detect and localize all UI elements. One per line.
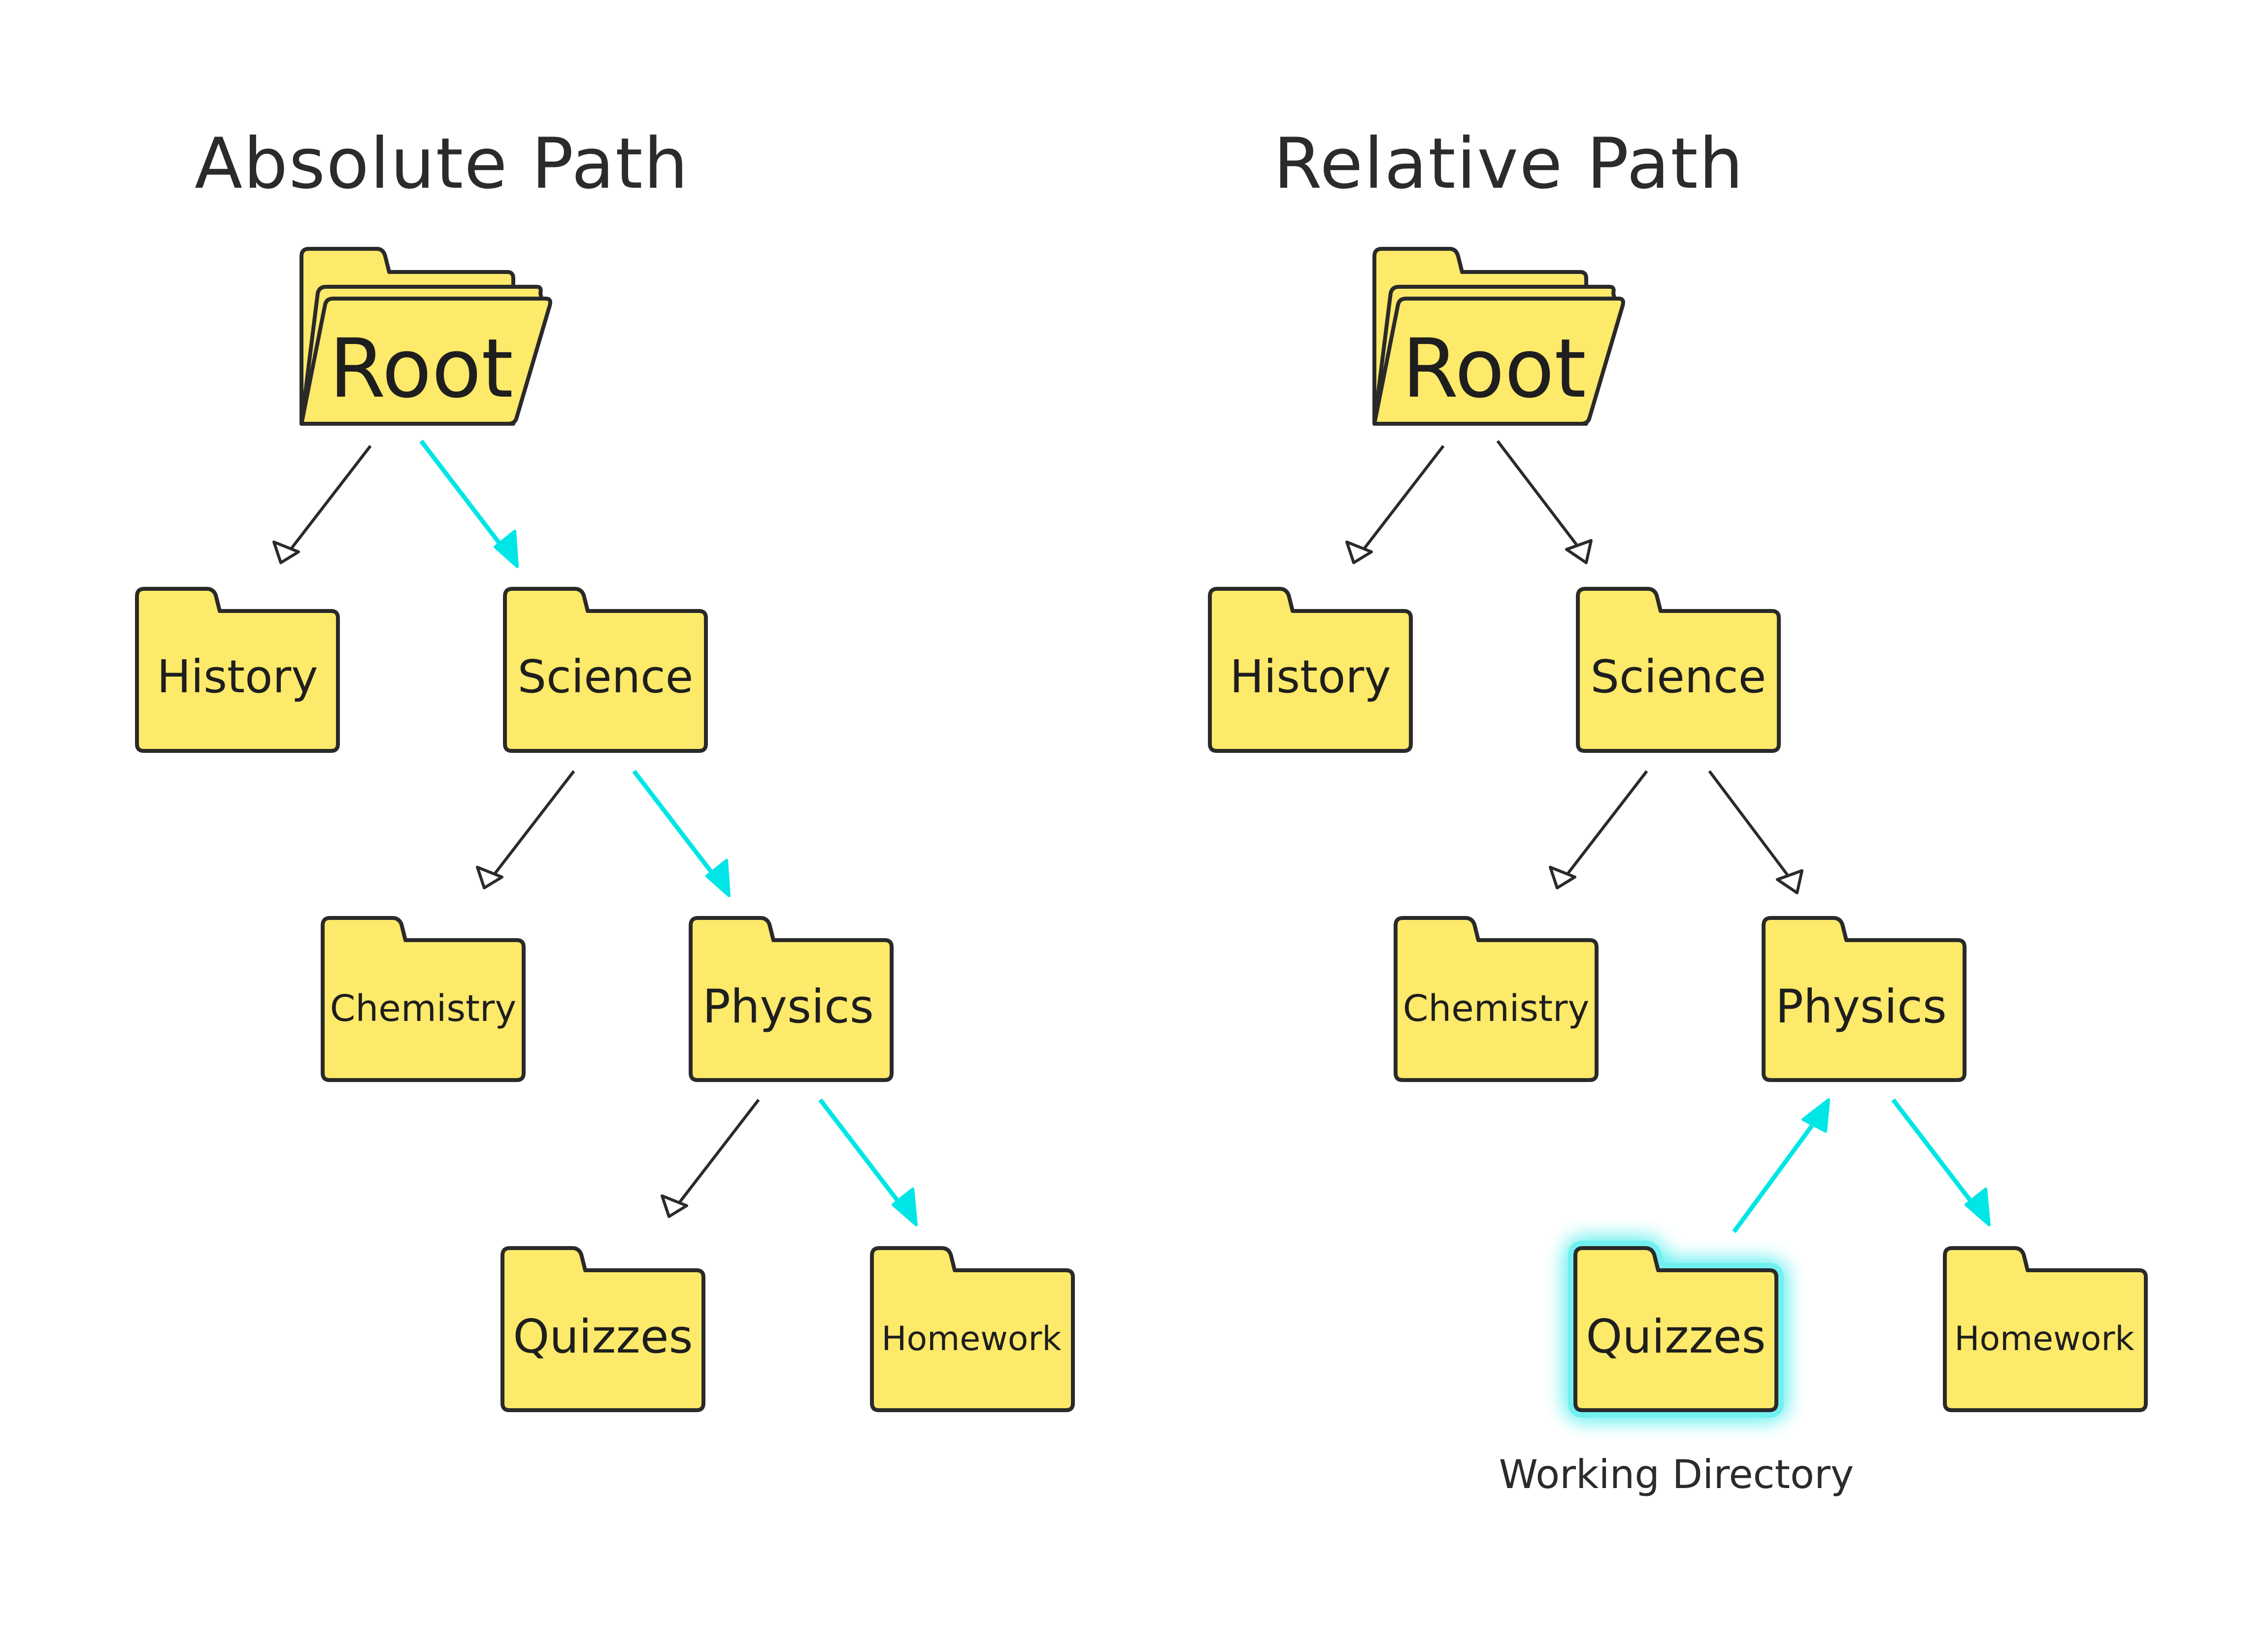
relative-arrow-root-science [1496, 440, 1593, 564]
absolute-physics-label: Physics [702, 980, 874, 1034]
absolute-history-folder: History [135, 587, 340, 753]
relative-arrow-science-physics [1708, 770, 1803, 894]
absolute-tree: Root History Science [135, 247, 1075, 1412]
absolute-science-label: Science [518, 650, 694, 703]
absolute-homework-label: Homework [881, 1320, 1062, 1358]
relative-chemistry-folder: Chemistry [1394, 916, 1599, 1082]
relative-science-folder: Science [1576, 587, 1781, 753]
relative-homework-folder: Homework [1943, 1246, 2148, 1412]
absolute-homework-folder: Homework [870, 1246, 1075, 1412]
relative-history-folder: History [1208, 587, 1413, 753]
relative-tree: Root History Science [1208, 247, 2148, 1497]
relative-quizzes-label: Quizzes [1586, 1310, 1766, 1364]
relative-arrow-science-chemistry [1549, 770, 1648, 889]
absolute-arrow-physics-quizzes [661, 1099, 760, 1218]
relative-history-label: History [1230, 650, 1391, 703]
relative-path-arrow-quizzes-physics [1732, 1098, 1830, 1233]
relative-homework-label: Homework [1954, 1320, 2135, 1358]
absolute-arrow-root-history [272, 445, 372, 564]
absolute-quizzes-folder: Quizzes [500, 1246, 705, 1412]
absolute-arrow-science-chemistry [476, 770, 575, 889]
absolute-root-folder: Root [300, 247, 552, 426]
relative-root-label: Root [1402, 321, 1586, 416]
absolute-science-folder: Science [503, 587, 708, 753]
relative-science-label: Science [1591, 650, 1767, 703]
absolute-physics-folder: Physics [689, 916, 894, 1082]
absolute-path-arrow-physics-homework [818, 1098, 918, 1226]
relative-root-folder: Root [1372, 247, 1625, 426]
relative-path-title: Relative Path [1273, 123, 1744, 204]
working-directory-label: Working Directory [1499, 1452, 1854, 1497]
absolute-path-arrow-root-science [419, 440, 519, 568]
relative-arrow-root-history [1345, 445, 1445, 564]
absolute-chemistry-label: Chemistry [330, 987, 517, 1030]
relative-chemistry-label: Chemistry [1403, 987, 1590, 1030]
absolute-history-label: History [157, 650, 318, 703]
absolute-chemistry-folder: Chemistry [321, 916, 526, 1082]
relative-path-arrow-physics-homework [1891, 1098, 1991, 1226]
absolute-path-title: Absolute Path [195, 123, 689, 204]
relative-physics-label: Physics [1775, 980, 1947, 1034]
relative-quizzes-folder: Quizzes [1568, 1241, 1784, 1418]
absolute-path-arrow-science-physics [632, 770, 731, 897]
relative-physics-folder: Physics [1762, 916, 1967, 1082]
absolute-quizzes-label: Quizzes [513, 1310, 693, 1364]
absolute-root-label: Root [329, 321, 513, 416]
